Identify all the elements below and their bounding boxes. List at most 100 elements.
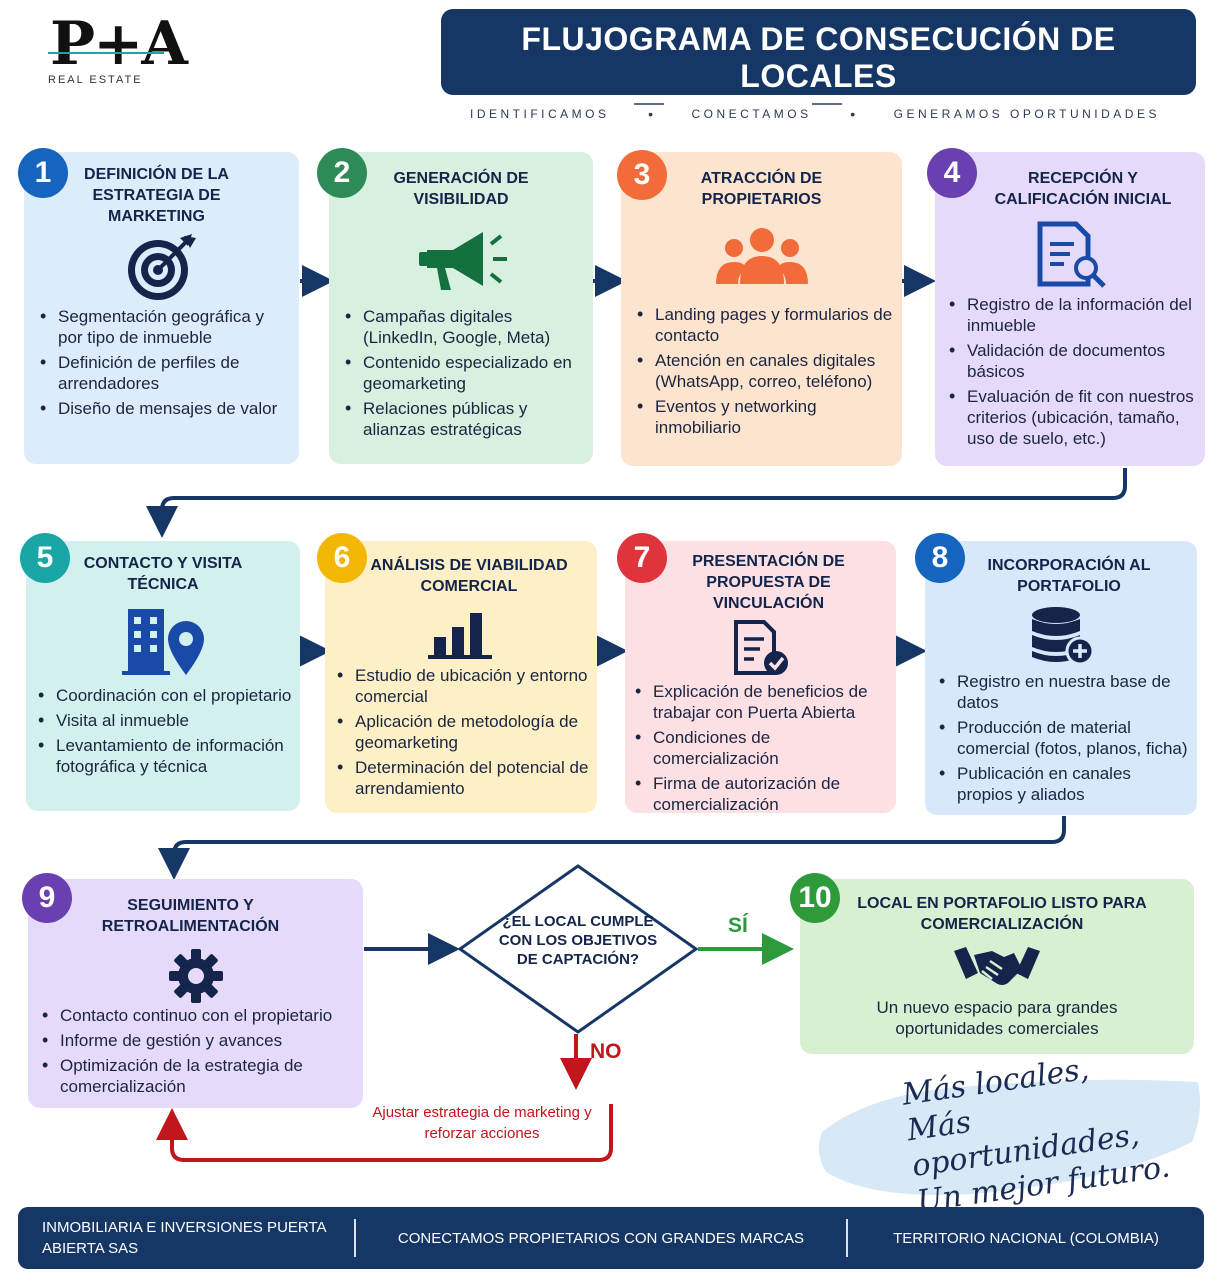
list-item: Contacto continuo con el propietario	[42, 1005, 355, 1026]
arrow-4-5	[146, 468, 1127, 538]
title-banner: FLUJOGRAMA DE CONSECUCIÓN DE LOCALES EST…	[441, 9, 1196, 121]
tagline: IDENTIFICAMOS • CONECTAMOS • GENERAMOS O…	[470, 104, 1160, 124]
list-item: Eventos y networking inmobiliario	[637, 396, 894, 438]
list-item: Campañas digitales (LinkedIn, Google, Me…	[345, 306, 585, 348]
subtitle-part: COMERCIAL	[925, 101, 1048, 121]
list-item: Visita al inmueble	[38, 710, 292, 731]
list-item: Relaciones públicas y alianzas estratégi…	[345, 398, 585, 440]
list-item: Registro en nuestra base de datos	[939, 671, 1189, 713]
logo-mark: P+A	[50, 9, 188, 79]
list-item: Optimización de la estrategia de comerci…	[42, 1055, 355, 1097]
database-add-icon	[1032, 607, 1095, 665]
list-item: Determinación del potencial de arrendami…	[337, 757, 589, 799]
list-item: Validación de documentos básicos	[949, 340, 1197, 382]
list-item: Producción de material comercial (fotos,…	[939, 717, 1189, 759]
building-location-icon	[122, 609, 204, 675]
footer-company: INMOBILIARIA E INVERSIONES PUERTA ABIERT…	[42, 1219, 326, 1257]
gear-icon	[168, 949, 223, 1003]
step-card-10: 10 LOCAL EN PORTAFOLIO LISTO PARA COMERC…	[790, 873, 1194, 1054]
step-title: INCORPORACIÓN AL PORTAFOLIO	[987, 557, 1151, 595]
step-card-3: 3 ATRACCIÓN DE PROPIETARIOS Landing page…	[617, 150, 902, 466]
list-item: Condiciones de comercialización	[635, 727, 888, 769]
list-item: Informe de gestión y avances	[42, 1030, 355, 1051]
list-item: Contenido especializado en geomarketing	[345, 352, 585, 394]
subtitle-part: DE	[1047, 101, 1074, 121]
step-card-6: 6 ANÁLISIS DE VIABILIDAD COMERCIAL Estud…	[317, 533, 597, 813]
step-title: LOCAL EN PORTAFOLIO LISTO PARA COMERCIAL…	[857, 895, 1147, 933]
slogan-brush-background	[818, 1079, 1200, 1196]
step-number: 8	[915, 533, 965, 583]
step-number: 5	[20, 533, 70, 583]
step-list: Registro de la información del inmueble …	[949, 294, 1197, 453]
page-title: FLUJOGRAMA DE CONSECUCIÓN DE LOCALES	[521, 21, 1116, 94]
no-label: NO	[590, 1040, 622, 1063]
bar-chart-icon	[428, 613, 492, 659]
step-title: ATRACCIÓN DE PROPIETARIOS	[700, 170, 823, 208]
list-item: Definición de perfiles de arrendadores	[40, 352, 291, 394]
step-card-7: 7 PRESENTACIÓN DE PROPUESTA DE VINCULACI…	[617, 533, 896, 814]
tagline-item: GENERAMOS OPORTUNIDADES	[893, 107, 1160, 121]
tagline-item: IDENTIFICAMOS	[470, 107, 610, 121]
footer-divider	[846, 1219, 848, 1257]
list-item: Estudio de ubicación y entorno comercial	[337, 665, 589, 707]
footer-coverage: TERRITORIO NACIONAL (COLOMBIA)	[893, 1229, 1159, 1247]
list-item: Coordinación con el propietario	[38, 685, 292, 706]
step-title: PRESENTACIÓN DE PROPUESTA DE VINCULACIÓN	[692, 553, 845, 612]
target-icon	[127, 234, 196, 300]
list-item: Levantamiento de información fotográfica…	[38, 735, 292, 777]
decision-question: ¿EL LOCAL CUMPLE CON LOS OBJETIVOS DE CA…	[498, 913, 658, 968]
step-card-5: 5 CONTACTO Y VISITA TÉCNICA Coordinación…	[20, 533, 300, 811]
no-action-text: Ajustar estrategia de marketing y reforz…	[372, 1104, 592, 1142]
step-list: Contacto continuo con el propietario Inf…	[42, 1005, 355, 1101]
step-number: 6	[317, 533, 367, 583]
step-number: 4	[927, 148, 977, 198]
list-item: Atención en canales digitales (WhatsApp,…	[637, 350, 894, 392]
subtitle-part: DE	[566, 101, 593, 121]
step-title: RECEPCIÓN Y CALIFICACIÓN INICIAL	[994, 170, 1172, 208]
step-list: Explicación de beneficios de trabajar co…	[635, 681, 888, 819]
final-description: Un nuevo espacio para grandes oportunida…	[876, 998, 1118, 1038]
step-list: Registro en nuestra base de datos Produc…	[939, 671, 1189, 809]
step-title: ANÁLISIS DE VIABILIDAD COMERCIAL	[370, 557, 568, 595]
list-item: Explicación de beneficios de trabajar co…	[635, 681, 888, 723]
step-number: 3	[617, 150, 667, 200]
list-item: Publicación en canales propios y aliados	[939, 763, 1189, 805]
footer-mission: CONECTAMOS PROPIETARIOS CON GRANDES MARC…	[397, 1229, 805, 1247]
step-title: GENERACIÓN DE VISIBILIDAD	[393, 170, 529, 208]
step-number: 1	[18, 148, 68, 198]
document-check-icon	[733, 620, 788, 675]
step-list: Segmentación geográfica y por tipo de in…	[40, 306, 291, 423]
step-list: Landing pages y formularios de contacto …	[637, 304, 894, 442]
list-item: Landing pages y formularios de contacto	[637, 304, 894, 346]
footer-divider	[354, 1219, 356, 1257]
subtitle-part: PARA UN PORTAFOLIO	[714, 101, 926, 121]
company-logo: P+A REAL ESTATE	[44, 12, 188, 88]
step-list: Coordinación con el propietario Visita a…	[38, 685, 292, 781]
tagline-separator: •	[850, 106, 856, 122]
step-number: 10	[790, 873, 840, 923]
list-item: Segmentación geográfica y por tipo de in…	[40, 306, 291, 348]
step-number: 7	[617, 533, 667, 583]
tagline-item: CONECTAMOS	[691, 107, 812, 121]
list-item: Diseño de mensajes de valor	[40, 398, 291, 419]
subtitle-part: ESTRATEGIA	[444, 101, 567, 121]
decision-diamond	[457, 864, 699, 1034]
list-item: Evaluación de fit con nuestros criterios…	[949, 386, 1197, 449]
subtitle-part: ALTO VALOR	[1073, 101, 1193, 121]
step-title: DEFINICIÓN DE LA ESTRATEGIA DE MARKETING	[84, 166, 229, 225]
step-card-1: 1 DEFINICIÓN DE LA ESTRATEGIA DE MARKETI…	[18, 148, 299, 464]
footer-bar: INMOBILIARIA E INVERSIONES PUERTA ABIERT…	[18, 1207, 1204, 1269]
logo-subtitle: REAL ESTATE	[48, 74, 143, 86]
tagline-lines	[634, 103, 842, 105]
step-card-4: 4 RECEPCIÓN Y CALIFICACIÓN INICIAL Regis…	[927, 148, 1205, 466]
subtitle-part: MARKETING	[592, 101, 715, 121]
step-card-2: 2 GENERACIÓN DE VISIBILIDAD Campañas dig…	[317, 148, 593, 464]
yes-label: SÍ	[728, 914, 748, 937]
step-title: CONTACTO Y VISITA TÉCNICA	[83, 555, 243, 593]
list-item: Aplicación de metodología de geomarketin…	[337, 711, 589, 753]
list-item: Firma de autorización de comercializació…	[635, 773, 888, 815]
list-item: Registro de la información del inmueble	[949, 294, 1197, 336]
step-list: Estudio de ubicación y entorno comercial…	[337, 665, 589, 803]
arrow-feedback-loop	[156, 1104, 613, 1162]
